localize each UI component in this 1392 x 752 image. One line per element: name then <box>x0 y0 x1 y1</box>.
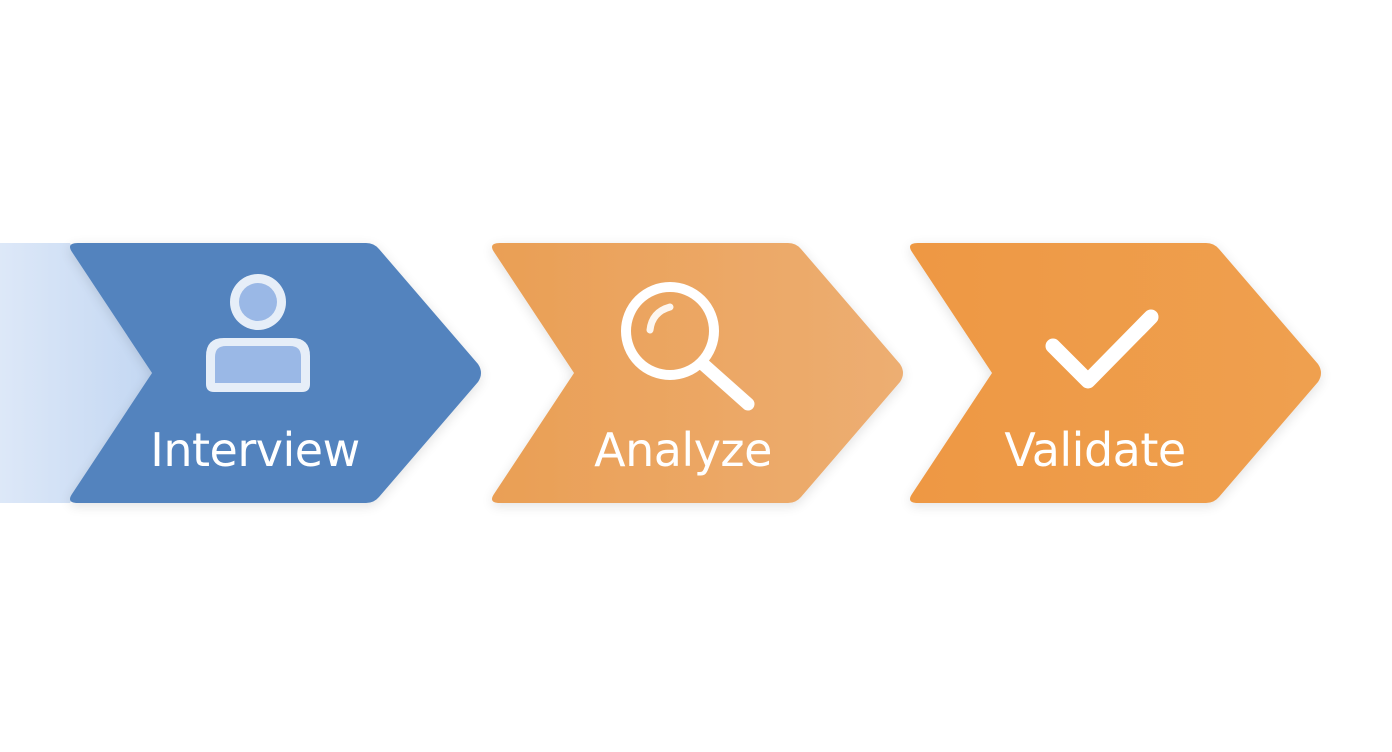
magnifier-icon <box>621 282 755 411</box>
checkmark-icon <box>1045 309 1159 389</box>
person-icon <box>206 274 310 392</box>
step-label-validate: Validate <box>1004 423 1186 477</box>
step-label-analyze: Analyze <box>594 423 772 477</box>
lead-in-chevron <box>0 243 152 503</box>
step-chevron-analyze <box>492 243 903 503</box>
step-chevron-validate <box>910 243 1321 503</box>
step-label-interview: Interview <box>150 423 360 477</box>
